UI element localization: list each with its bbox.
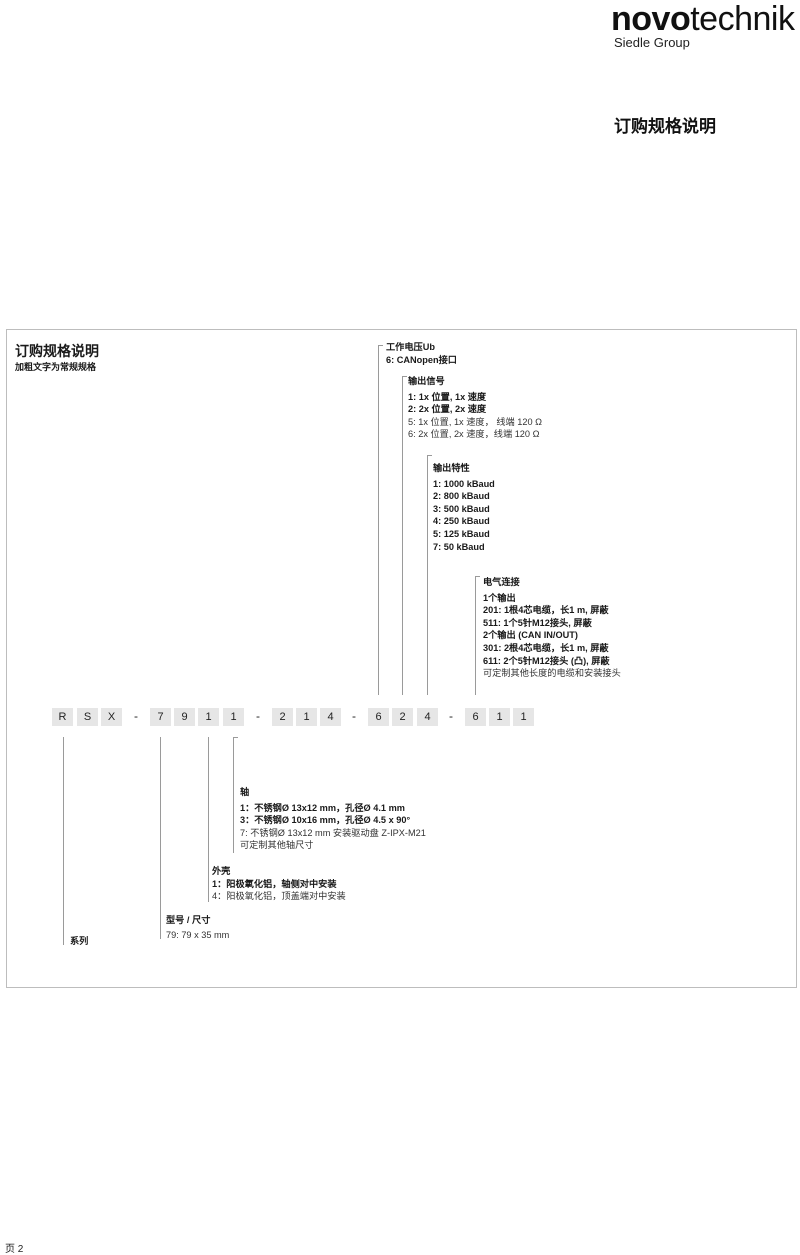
connector-line-shaft: [233, 737, 234, 853]
connector-line-signal: [402, 376, 403, 695]
code-cell: 7: [150, 708, 171, 726]
connector-tick: [475, 576, 480, 577]
signal-title: 输出信号: [408, 376, 445, 386]
connection-title: 电气连接: [483, 577, 520, 587]
shaft-option: 7: 不锈钢Ø 13x12 mm 安装驱动盘 Z-IPX-M21: [240, 827, 426, 838]
character-title: 输出特性: [433, 463, 470, 473]
connection-option: 1个输出: [483, 592, 516, 603]
signal-option: 6: 2x 位置, 2x 速度，线端 120 Ω: [408, 429, 540, 440]
code-cell: 1: [296, 708, 317, 726]
code-dash: -: [352, 709, 356, 723]
connector-line-character: [427, 455, 428, 695]
connector-line-series: [63, 737, 64, 945]
output-character-block: 输出特性 1: 1000 kBaud 2: 800 kBaud 3: 500 k…: [433, 462, 495, 553]
housing-option: 4：阳极氧化铝，顶盖端对中安装: [212, 891, 346, 902]
code-cell: X: [101, 708, 122, 726]
box-title: 订购规格说明: [15, 343, 99, 359]
connection-option: 611: 2个5针M12接头 (凸), 屏蔽: [483, 655, 610, 666]
connector-tick: [378, 345, 383, 346]
code-cell: 6: [368, 708, 389, 726]
shaft-title: 轴: [240, 787, 250, 797]
code-cell: 2: [392, 708, 413, 726]
logo-subtitle: Siedle Group: [614, 35, 690, 50]
supply-title: 工作电压Ub: [386, 342, 435, 352]
shaft-note: 可定制其他轴尺寸: [240, 840, 314, 851]
connection-note: 可定制其他长度的电缆和安装接头: [483, 668, 621, 679]
housing-option: 1：阳极氧化铝，轴侧对中安装: [212, 878, 337, 889]
signal-option: 5: 1x 位置, 1x 速度， 线端 120 Ω: [408, 416, 542, 427]
code-cell: 4: [320, 708, 341, 726]
code-cell: 1: [489, 708, 510, 726]
character-option: 7: 50 kBaud: [433, 541, 485, 552]
character-option: 2: 800 kBaud: [433, 491, 490, 502]
code-cell: 2: [272, 708, 293, 726]
shaft-option: 1：不锈钢Ø 13x12 mm，孔径Ø 4.1 mm: [240, 802, 405, 813]
code-cell: 1: [513, 708, 534, 726]
code-dash: -: [449, 709, 453, 723]
housing-block: 外壳 1：阳极氧化铝，轴侧对中安装 4：阳极氧化铝，顶盖端对中安装: [212, 865, 346, 903]
code-cell: R: [52, 708, 73, 726]
brand-logo: novotechnik: [611, 0, 795, 38]
connection-option: 511: 1个5针M12接头, 屏蔽: [483, 617, 592, 628]
signal-option: 2: 2x 位置, 2x 速度: [408, 404, 487, 415]
code-cell: 1: [198, 708, 219, 726]
code-cell: 6: [465, 708, 486, 726]
box-subtitle: 加粗文字为常规规格: [15, 362, 97, 372]
series-block: 系列: [70, 935, 88, 948]
connection-option: 301: 2根4芯电缆，长1 m, 屏蔽: [483, 642, 609, 653]
character-option: 1: 1000 kBaud: [433, 478, 495, 489]
model-title: 型号 / 尺寸: [166, 915, 211, 925]
logo-light-part: technik: [690, 0, 795, 38]
character-option: 5: 125 kBaud: [433, 528, 490, 539]
code-cell: S: [77, 708, 98, 726]
connection-option: 201: 1根4芯电缆，长1 m, 屏蔽: [483, 605, 609, 616]
supply-voltage-block: 工作电压Ub 6: CANopen接口: [386, 341, 457, 366]
ordering-key-frame: [6, 329, 797, 988]
connection-option: 2个输出 (CAN IN/OUT): [483, 630, 578, 641]
connector-line-connection: [475, 576, 476, 695]
connector-tick: [402, 376, 407, 377]
code-cell: 4: [417, 708, 438, 726]
connector-line-housing: [208, 737, 209, 902]
series-title: 系列: [70, 936, 89, 946]
page-number: 页 2: [5, 1244, 24, 1255]
connector-line-supply: [378, 345, 379, 695]
shaft-option: 3：不锈钢Ø 10x16 mm，孔径Ø 4.5 x 90°: [240, 815, 411, 826]
supply-option: 6: CANopen接口: [386, 354, 457, 365]
connector-line-model: [160, 737, 161, 939]
output-signal-block: 输出信号 1: 1x 位置, 1x 速度 2: 2x 位置, 2x 速度 5: …: [408, 375, 542, 441]
connector-tick: [233, 737, 238, 738]
code-dash: -: [134, 709, 138, 723]
connector-tick: [427, 455, 432, 456]
code-cell: 1: [223, 708, 244, 726]
model-option: 79: 79 x 35 mm: [166, 929, 230, 940]
shaft-block: 轴 1：不锈钢Ø 13x12 mm，孔径Ø 4.1 mm 3：不锈钢Ø 10x1…: [240, 786, 426, 852]
code-cell: 9: [174, 708, 195, 726]
housing-title: 外壳: [212, 866, 231, 876]
character-option: 3: 500 kBaud: [433, 503, 490, 514]
electrical-connection-block: 电气连接 1个输出 201: 1根4芯电缆，长1 m, 屏蔽 511: 1个5针…: [483, 576, 621, 680]
model-size-block: 型号 / 尺寸 79: 79 x 35 mm: [166, 914, 229, 941]
character-option: 4: 250 kBaud: [433, 516, 490, 527]
signal-option: 1: 1x 位置, 1x 速度: [408, 391, 487, 402]
code-dash: -: [256, 709, 260, 723]
logo-bold-part: novo: [611, 0, 691, 38]
page-title: 订购规格说明: [614, 117, 716, 136]
